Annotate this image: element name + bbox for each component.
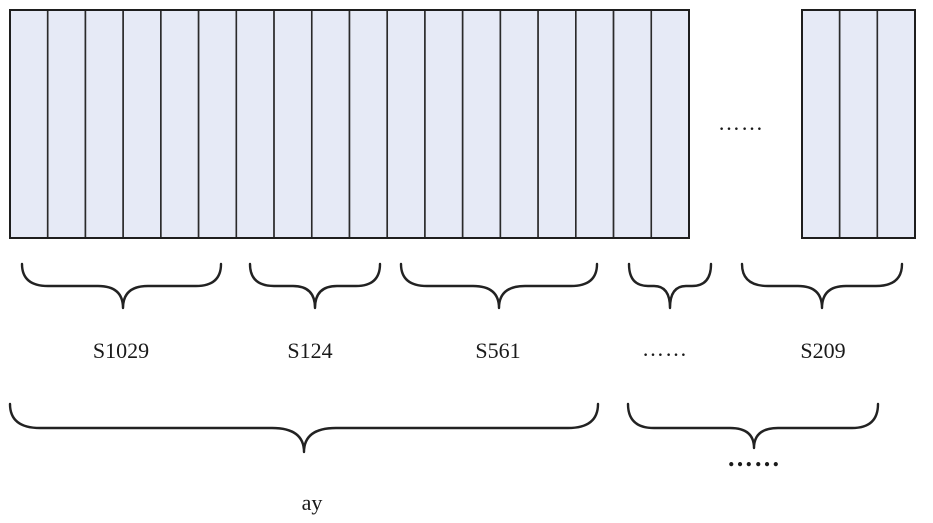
main-block-frame [9,9,690,239]
main-block-cell [84,9,124,239]
main-block-cell [197,9,238,239]
group-label-2: S124 [287,338,332,363]
brace-group-1 [20,262,223,310]
brace-group-3 [399,262,599,310]
end-block-cell [801,9,841,239]
group-label-4: …… [642,336,688,361]
main-block-cell [46,9,87,239]
end-block-cell [876,9,916,239]
brace-outer-1 [8,402,600,454]
outer-label-2: …… [727,443,781,472]
main-block-cell [386,9,426,239]
brace-outer-2 [626,402,880,450]
brace-group-2 [248,262,382,310]
end-block-frame [801,9,916,239]
main-block-cell [499,9,539,239]
main-block-cell [424,9,464,239]
main-block-cell [310,9,351,239]
main-block-cell [650,9,690,239]
brace-group-4 [627,262,713,310]
main-block-cell [537,9,577,239]
end-cell-row [801,9,916,239]
brace-group-5 [740,262,904,310]
main-block-cell [160,9,200,239]
main-cell-row [9,9,690,239]
main-block-cell [461,9,502,239]
main-block-cell [9,9,49,239]
main-block-cell [122,9,162,239]
main-block-cell [348,9,389,239]
end-block-cell [838,9,879,239]
group-label-5: S209 [800,338,845,363]
group-label-3: S561 [475,338,520,363]
gap-ellipsis: …… [718,110,764,135]
main-block-cell [612,9,653,239]
main-block-cell [575,9,615,239]
outer-label-1: ay [302,490,323,515]
group-label-1: S1029 [93,338,149,363]
main-block-cell [235,9,275,239]
main-block-cell [273,9,313,239]
